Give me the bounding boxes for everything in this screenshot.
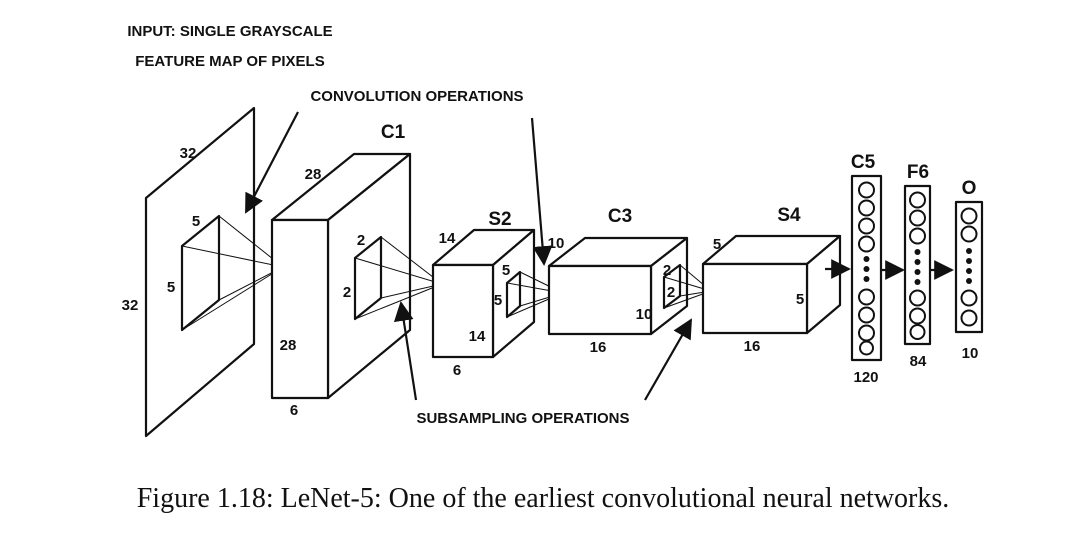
c3-height-label: 10 xyxy=(548,235,565,252)
input-title-line1: INPUT: SINGLE GRAYSCALE xyxy=(127,23,332,40)
subsampling-label: SUBSAMPLING OPERATIONS xyxy=(416,410,629,427)
f6-size-label: 84 xyxy=(910,353,927,370)
c3-name: C3 xyxy=(608,206,632,227)
input-title-line2: FEATURE MAP OF PIXELS xyxy=(135,53,324,70)
output-name: O xyxy=(962,178,977,199)
c1-kernel-w-label: 2 xyxy=(357,232,365,249)
subsampling-arrow-1 xyxy=(393,301,418,401)
input-plane: 32 32 5 5 xyxy=(122,106,284,438)
input-height-label: 32 xyxy=(122,297,139,314)
c5-name: C5 xyxy=(851,152,876,173)
s2-box: S2 14 14 6 5 5 xyxy=(431,209,564,379)
convolution-arrow-2 xyxy=(530,117,553,266)
output-layer: O 10 xyxy=(954,178,984,362)
s4-height-label: 5 xyxy=(796,291,804,308)
c5-size-label: 120 xyxy=(853,369,878,386)
f6-layer: F6 84 xyxy=(903,162,932,370)
s2-height-label: 14 xyxy=(469,328,486,345)
f6-name: F6 xyxy=(907,162,929,183)
s4-box: S4 5 5 16 xyxy=(701,205,842,355)
s4-depth-label: 16 xyxy=(744,338,761,355)
s2-kernel-h-label: 5 xyxy=(494,292,502,309)
output-size-label: 10 xyxy=(962,345,979,362)
c1-depth-label: 6 xyxy=(290,402,298,419)
s4-name: S4 xyxy=(777,205,801,226)
s2-kernel-w-label: 5 xyxy=(502,262,510,279)
input-width-label: 32 xyxy=(180,145,197,162)
convolution-arrow-1 xyxy=(245,111,299,214)
c1-side-label: 28 xyxy=(305,166,322,183)
c3-kernel-w-label: 2 xyxy=(663,262,671,279)
c5-layer: C5 120 xyxy=(851,152,883,386)
s4-side-label: 5 xyxy=(713,236,721,253)
figure-caption: Figure 1.18: LeNet-5: One of the earlies… xyxy=(137,483,950,514)
s2-depth-label: 6 xyxy=(453,362,461,379)
convolution-label: CONVOLUTION OPERATIONS xyxy=(310,88,523,105)
c1-kernel-h-label: 2 xyxy=(343,284,351,301)
input-kernel-h-label: 5 xyxy=(167,279,175,296)
c1-box: C1 28 28 6 2 2 xyxy=(270,122,443,419)
c3-side-label: 10 xyxy=(636,306,653,323)
c1-name: C1 xyxy=(381,122,406,143)
c3-kernel-h-label: 2 xyxy=(667,284,675,301)
c1-height-label: 28 xyxy=(280,337,297,354)
s2-side-label: 14 xyxy=(439,230,456,247)
s2-name: S2 xyxy=(488,209,511,230)
subsampling-arrow-2 xyxy=(644,318,692,401)
input-kernel-w-label: 5 xyxy=(192,213,200,230)
c3-box: C3 10 10 16 2 2 xyxy=(548,206,712,356)
c3-depth-label: 16 xyxy=(590,339,607,356)
